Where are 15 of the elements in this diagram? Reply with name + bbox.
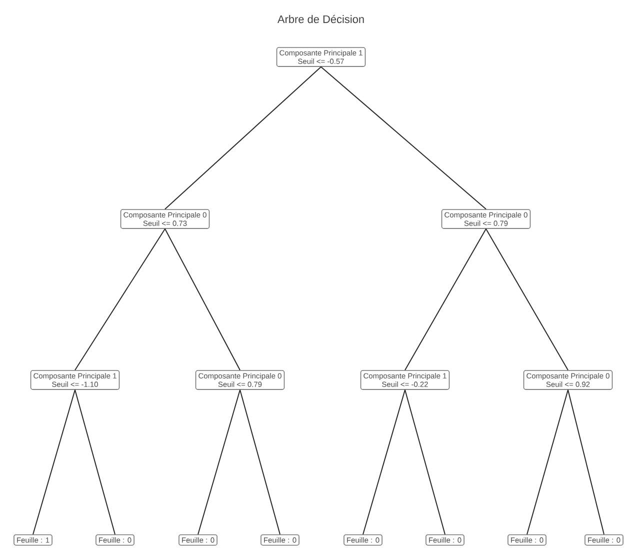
connector-line [486,228,568,371]
connector-line [198,389,240,535]
connector-line [404,228,486,371]
connector-line [164,66,322,210]
connector-line [362,389,406,535]
connector-line [568,389,604,535]
connector-line [404,389,446,535]
connector-line [74,228,166,371]
connector-line [320,66,486,210]
connector-line [164,228,240,371]
connector-line [74,389,116,535]
connector-line [526,389,568,535]
connector-line [240,389,280,535]
connector-line [32,389,76,535]
title: Arbre de Décision [277,14,364,24]
